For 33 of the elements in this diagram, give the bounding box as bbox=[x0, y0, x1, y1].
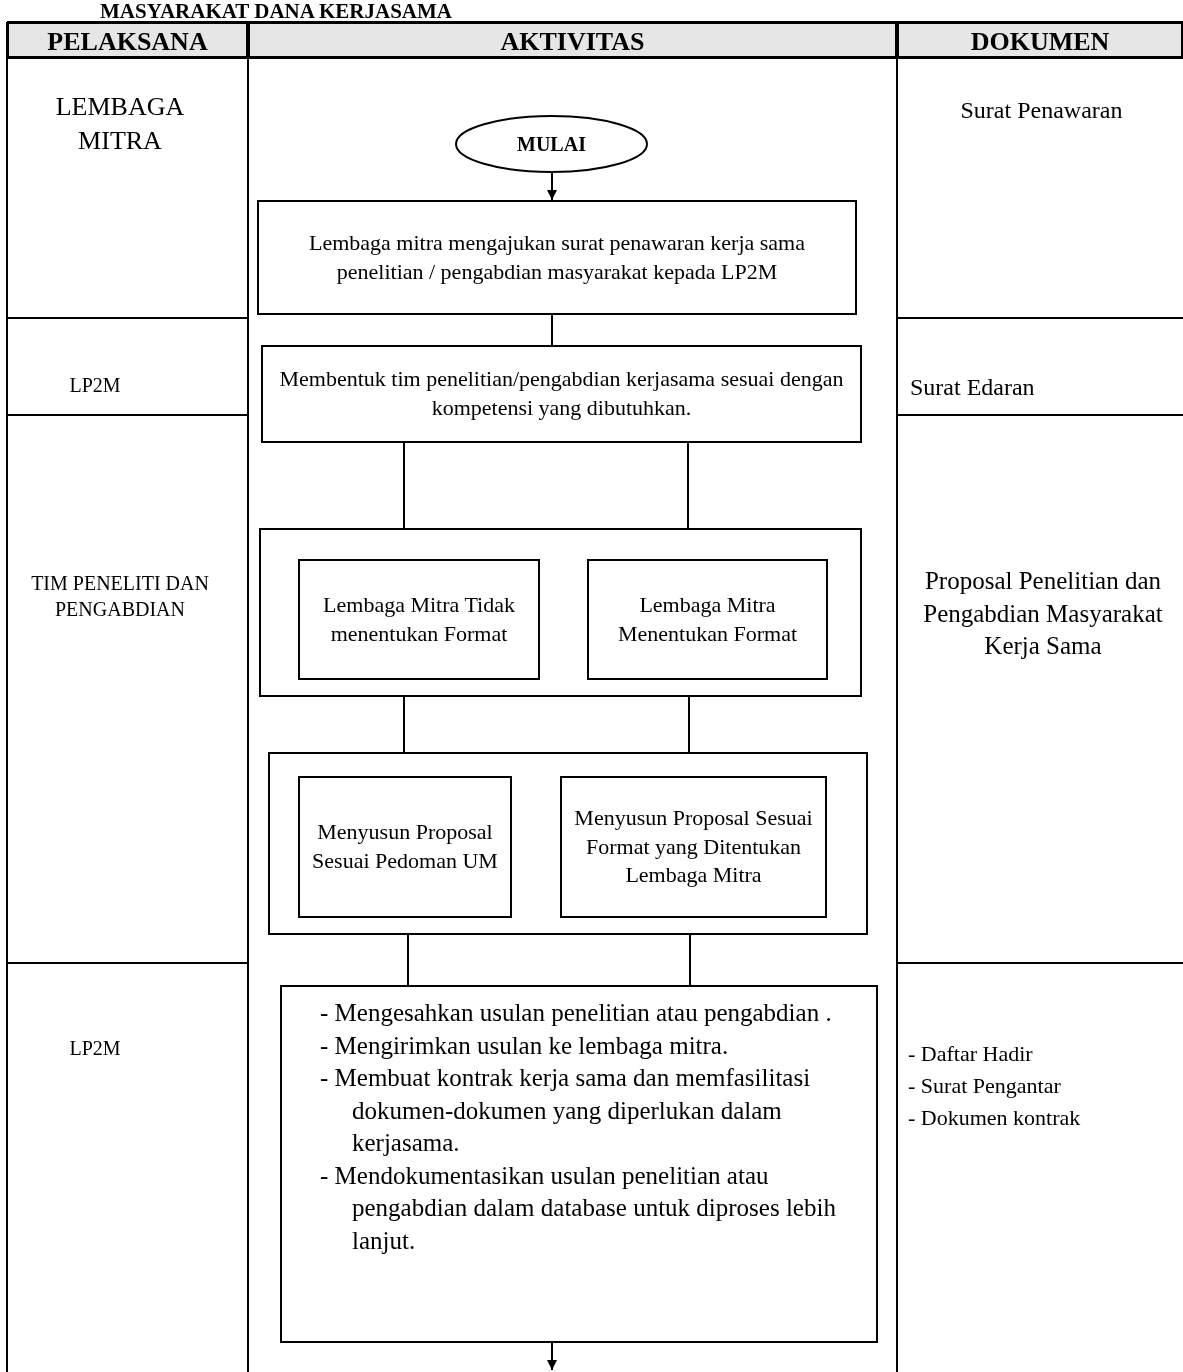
connector-arrow bbox=[547, 172, 557, 201]
document-name: Surat Edaran bbox=[910, 373, 1036, 402]
process-box: - Mengesahkan usulan penelitian atau pengabdian . - Mengirimkan usulan ke lembaga mitra. - Membuat kontrak kerja sama dan memfasilitasi dokumen-dokumen yang diperlukan dalam kerjasama. - Mendokumentasikan usulan penelitian atau pengabdian dalam database untuk diproses lebih lanjut. bbox=[280, 985, 878, 1343]
connector-line bbox=[403, 442, 405, 529]
process-box: Lembaga Mitra Tidak menentukan Format bbox=[298, 559, 540, 680]
lane-label: LP2M bbox=[68, 1036, 122, 1061]
process-box: Menyusun Proposal Sesuai Format yang Ditentukan Lembaga Mitra bbox=[560, 776, 827, 918]
diagram-title: MASYARAKAT DANA KERJASAMA bbox=[100, 0, 452, 22]
column-header: AKTIVITAS bbox=[248, 22, 897, 58]
group-box bbox=[259, 528, 862, 697]
document-name: - Surat Pengantar bbox=[908, 1072, 1062, 1100]
connector-line bbox=[689, 934, 691, 986]
process-box: Membentuk tim penelitian/pengabdian kerjasama sesuai dengan kompetensi yang dibutuhkan. bbox=[261, 345, 862, 443]
connector-line bbox=[407, 934, 409, 986]
document-name: Surat Penawaran bbox=[959, 96, 1124, 125]
document-name: - Daftar Hadir bbox=[908, 1040, 1034, 1068]
start-terminal: MULAI bbox=[455, 115, 648, 173]
column-header: DOKUMEN bbox=[897, 22, 1183, 58]
connector-line bbox=[688, 696, 690, 753]
process-box: Lembaga Mitra Menentukan Format bbox=[587, 559, 828, 680]
group-box bbox=[268, 752, 868, 935]
column-header: PELAKSANA bbox=[7, 22, 248, 58]
document-name: - Dokumen kontrak bbox=[908, 1104, 1082, 1132]
process-box: Lembaga mitra mengajukan surat penawaran kerja sama penelitian / pengabdian masyarakat kepada LP2M bbox=[257, 200, 857, 315]
lane-label: TIM PENELITI DAN PENGABDIAN bbox=[30, 571, 210, 622]
lane-label: LEMBAGA MITRA bbox=[54, 91, 186, 157]
process-box: Menyusun Proposal Sesuai Pedoman UM bbox=[298, 776, 512, 918]
document-name: Proposal Penelitian dan Pengabdian Masyarakat Kerja Sama bbox=[922, 566, 1164, 661]
lane-label: LP2M bbox=[68, 373, 122, 398]
connector-arrow bbox=[547, 1342, 557, 1371]
connector-line bbox=[551, 314, 553, 346]
connector-line bbox=[687, 442, 689, 529]
connector-line bbox=[403, 696, 405, 753]
